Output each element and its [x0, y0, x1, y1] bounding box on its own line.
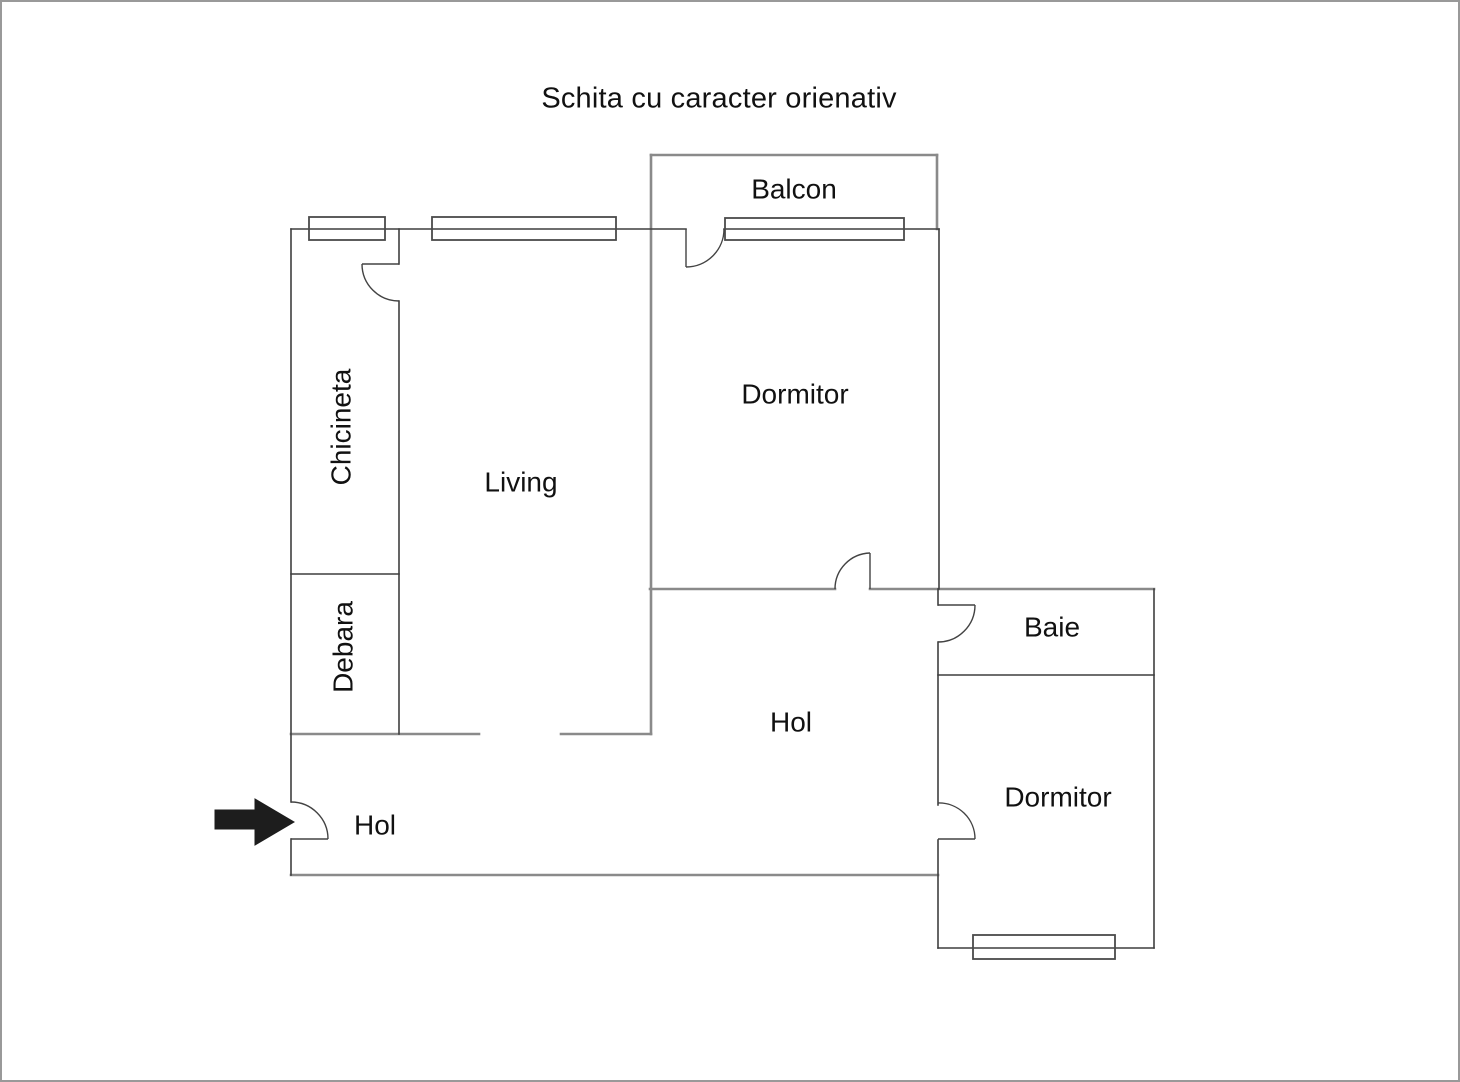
window-symbol [431, 216, 617, 241]
window-symbol [724, 217, 905, 241]
door-entrance-arc [290, 801, 329, 840]
room-label-hol-entrance: Hol [354, 810, 396, 841]
room-label-baie: Baie [1024, 612, 1080, 643]
window-symbol [972, 934, 1116, 960]
room-label-debara: Debara [328, 601, 359, 693]
door-chicineta-arc [361, 263, 400, 302]
page-title: Schita cu caracter orienativ [541, 82, 897, 115]
door-dormitor-bottom-arc [937, 802, 976, 840]
door-dormitor-top-arc [834, 552, 871, 590]
room-label-chicineta: Chicineta [326, 368, 357, 485]
entrance-arrow-icon [214, 798, 295, 846]
door-balcon-arc [685, 228, 725, 268]
room-label-hol-central: Hol [770, 707, 812, 738]
door-baie-arc [937, 604, 976, 643]
window-symbol [308, 216, 386, 241]
room-label-balcon: Balcon [751, 174, 837, 205]
room-label-dormitor-bottom: Dormitor [1004, 782, 1111, 813]
room-label-living: Living [484, 467, 557, 498]
room-label-dormitor-top: Dormitor [741, 379, 848, 410]
